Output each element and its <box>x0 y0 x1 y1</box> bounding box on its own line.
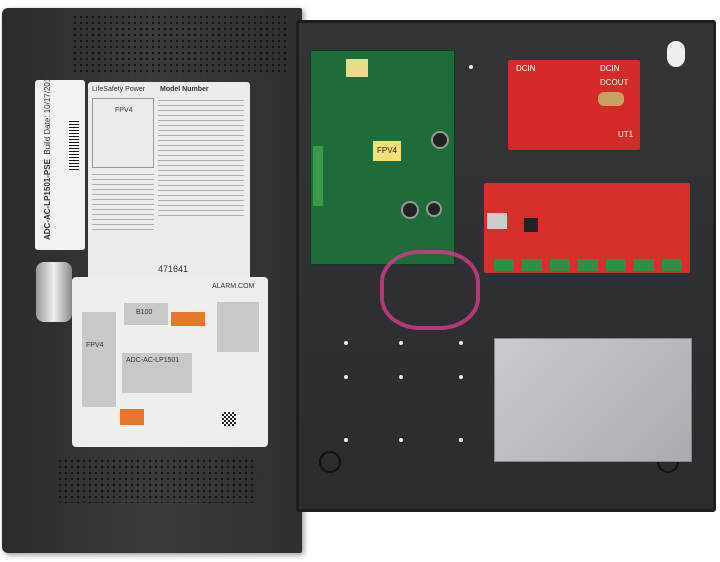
serial-text: 471641 <box>158 264 189 274</box>
power-budget-table <box>217 302 259 352</box>
barcode <box>69 120 79 170</box>
spec-text-block <box>158 100 244 220</box>
door-vent-bottom <box>57 458 257 503</box>
b100-diagram: B100 <box>124 303 168 325</box>
controller-label: ADC-AC-LP1501 <box>126 357 180 364</box>
wiring-label: ALARM.COM FPV4 B100 ADC-AC-LP1501 <box>72 277 268 447</box>
wire-harness <box>380 250 480 330</box>
controller-diagram: ADC-AC-LP1501 <box>122 353 192 393</box>
ethernet-port[interactable] <box>487 213 507 229</box>
terminal-block <box>313 146 323 206</box>
mounting-hole <box>667 41 685 67</box>
board-text: FPV4 <box>115 107 133 114</box>
spec-table <box>92 174 154 234</box>
fpv4-transformer: FPV4 <box>373 141 401 161</box>
spec-label: LifeSafety Power Model Number FPV4 47164… <box>88 82 250 282</box>
dc-converter-board: DCIN DCIN DCOUT UT1 <box>508 60 640 150</box>
build-date: Build Date: 10/17/2019 <box>43 73 52 155</box>
capacitor <box>426 201 442 217</box>
dcin-label: DCIN <box>516 64 536 73</box>
board-diagram: FPV4 <box>92 98 154 168</box>
warning-note <box>171 312 205 326</box>
knockout <box>319 451 341 473</box>
alarm-brand: ALARM.COM <box>212 283 255 290</box>
psu-label: FPV4 <box>376 146 397 155</box>
model-text: ADC-AC-LP1501-PSE <box>43 159 52 240</box>
capacitor <box>431 131 449 149</box>
door-vent-top <box>72 14 287 76</box>
controller-board <box>484 183 690 273</box>
model-sticker: ADC-AC-LP1501-PSE Build Date: 10/17/2019 <box>35 73 85 250</box>
door-lock[interactable] <box>36 262 72 322</box>
out-label: UT1 <box>618 130 634 139</box>
battery-bracket <box>494 338 692 462</box>
model-number-text: Model Number <box>160 86 209 93</box>
qr-code <box>222 412 236 426</box>
warning-note <box>120 409 144 425</box>
transformer <box>346 59 368 77</box>
dcin-label-2: DCIN <box>600 64 620 73</box>
terminal-blocks <box>494 259 684 271</box>
power-supply-board: FPV4 <box>310 50 455 265</box>
brand-text: LifeSafety Power <box>92 86 145 93</box>
chip <box>524 218 538 232</box>
psu-diagram-label: FPV4 <box>86 342 104 349</box>
psu-diagram: FPV4 <box>82 312 116 407</box>
b100-label: B100 <box>136 309 153 316</box>
capacitor <box>401 201 419 219</box>
inductor <box>598 92 624 106</box>
dcout-label: DCOUT <box>600 78 629 87</box>
